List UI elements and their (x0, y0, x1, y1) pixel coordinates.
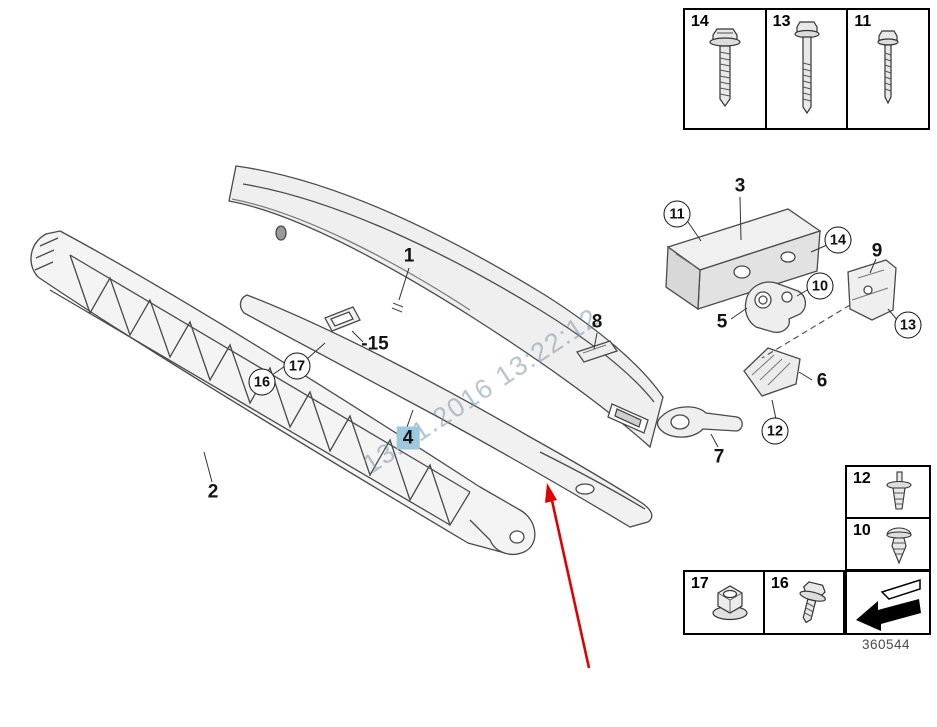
part-5-bracket[interactable] (744, 281, 807, 333)
callout-17[interactable]: 17 (283, 352, 311, 380)
direction-arrow-box[interactable] (845, 570, 931, 635)
callout-11[interactable]: 11 (663, 200, 691, 228)
part-6-deflector[interactable] (743, 347, 801, 397)
part-9-bracket[interactable] (847, 259, 897, 321)
part-label-5[interactable]: 5 (716, 311, 728, 333)
fastener-cell-14[interactable]: 14 (685, 10, 765, 128)
callout-14[interactable]: 14 (824, 226, 852, 254)
diagram-id: 360544 (862, 637, 911, 652)
part-1-carrier-bar[interactable] (228, 165, 664, 449)
part-label-9[interactable]: 9 (871, 240, 883, 262)
fastener-cell-16[interactable]: 16 (763, 572, 843, 633)
fastener-number: 16 (771, 575, 789, 592)
fastener-cell-13[interactable]: 13 (764, 10, 847, 128)
flange-screw-icon (799, 580, 826, 623)
red-pointer-arrow (545, 483, 591, 669)
hex-bolt-icon (877, 30, 899, 105)
part-3-mount-box[interactable] (665, 208, 822, 311)
part-label-4[interactable]: 4 (396, 426, 420, 450)
part-label-6[interactable]: 6 (816, 370, 828, 392)
part-label-3[interactable]: 3 (734, 175, 746, 197)
fastener-cell-17[interactable]: 17 (685, 572, 763, 633)
fastener-cell-11[interactable]: 11 (846, 10, 928, 128)
callout-13[interactable]: 13 (894, 311, 922, 339)
expansion-rivet-icon (886, 471, 912, 510)
part-label-8[interactable]: 8 (591, 311, 603, 333)
fastener-number: 10 (853, 522, 871, 539)
part-7-hook[interactable] (656, 406, 743, 438)
fastener-cell-12[interactable]: 12 (847, 467, 929, 517)
fastener-table-top: 14 13 (683, 8, 930, 130)
direction-arrow-icon (856, 578, 921, 631)
fastener-number: 17 (691, 575, 709, 592)
part-15-clip[interactable] (324, 306, 361, 332)
fastener-table-bottom: 17 16 (683, 570, 845, 635)
fastener-number: 11 (854, 13, 872, 30)
part-2-impact-absorber[interactable] (30, 230, 536, 555)
part-4-lower-strip[interactable] (239, 294, 653, 528)
fastener-number: 13 (772, 13, 791, 30)
part-label-15[interactable]: -15 (361, 333, 389, 355)
part-label-7[interactable]: 7 (713, 446, 725, 468)
callout-16[interactable]: 16 (248, 368, 276, 396)
part-label-2[interactable]: 2 (207, 481, 219, 503)
fastener-cell-10[interactable]: 10 (847, 517, 929, 569)
fastener-table-right: 12 10 (845, 465, 931, 571)
fastener-number: 14 (691, 13, 709, 30)
part-label-1[interactable]: 1 (403, 245, 415, 267)
hex-bolt-long-icon (793, 21, 820, 115)
callout-10[interactable]: 10 (806, 272, 834, 300)
fastener-number: 12 (853, 470, 871, 487)
callout-12[interactable]: 12 (761, 417, 789, 445)
flange-nut-icon (712, 584, 748, 620)
flange-bolt-icon (709, 28, 741, 108)
assembly-axis-dashed-line (761, 304, 851, 359)
blind-rivet-icon (886, 527, 912, 565)
